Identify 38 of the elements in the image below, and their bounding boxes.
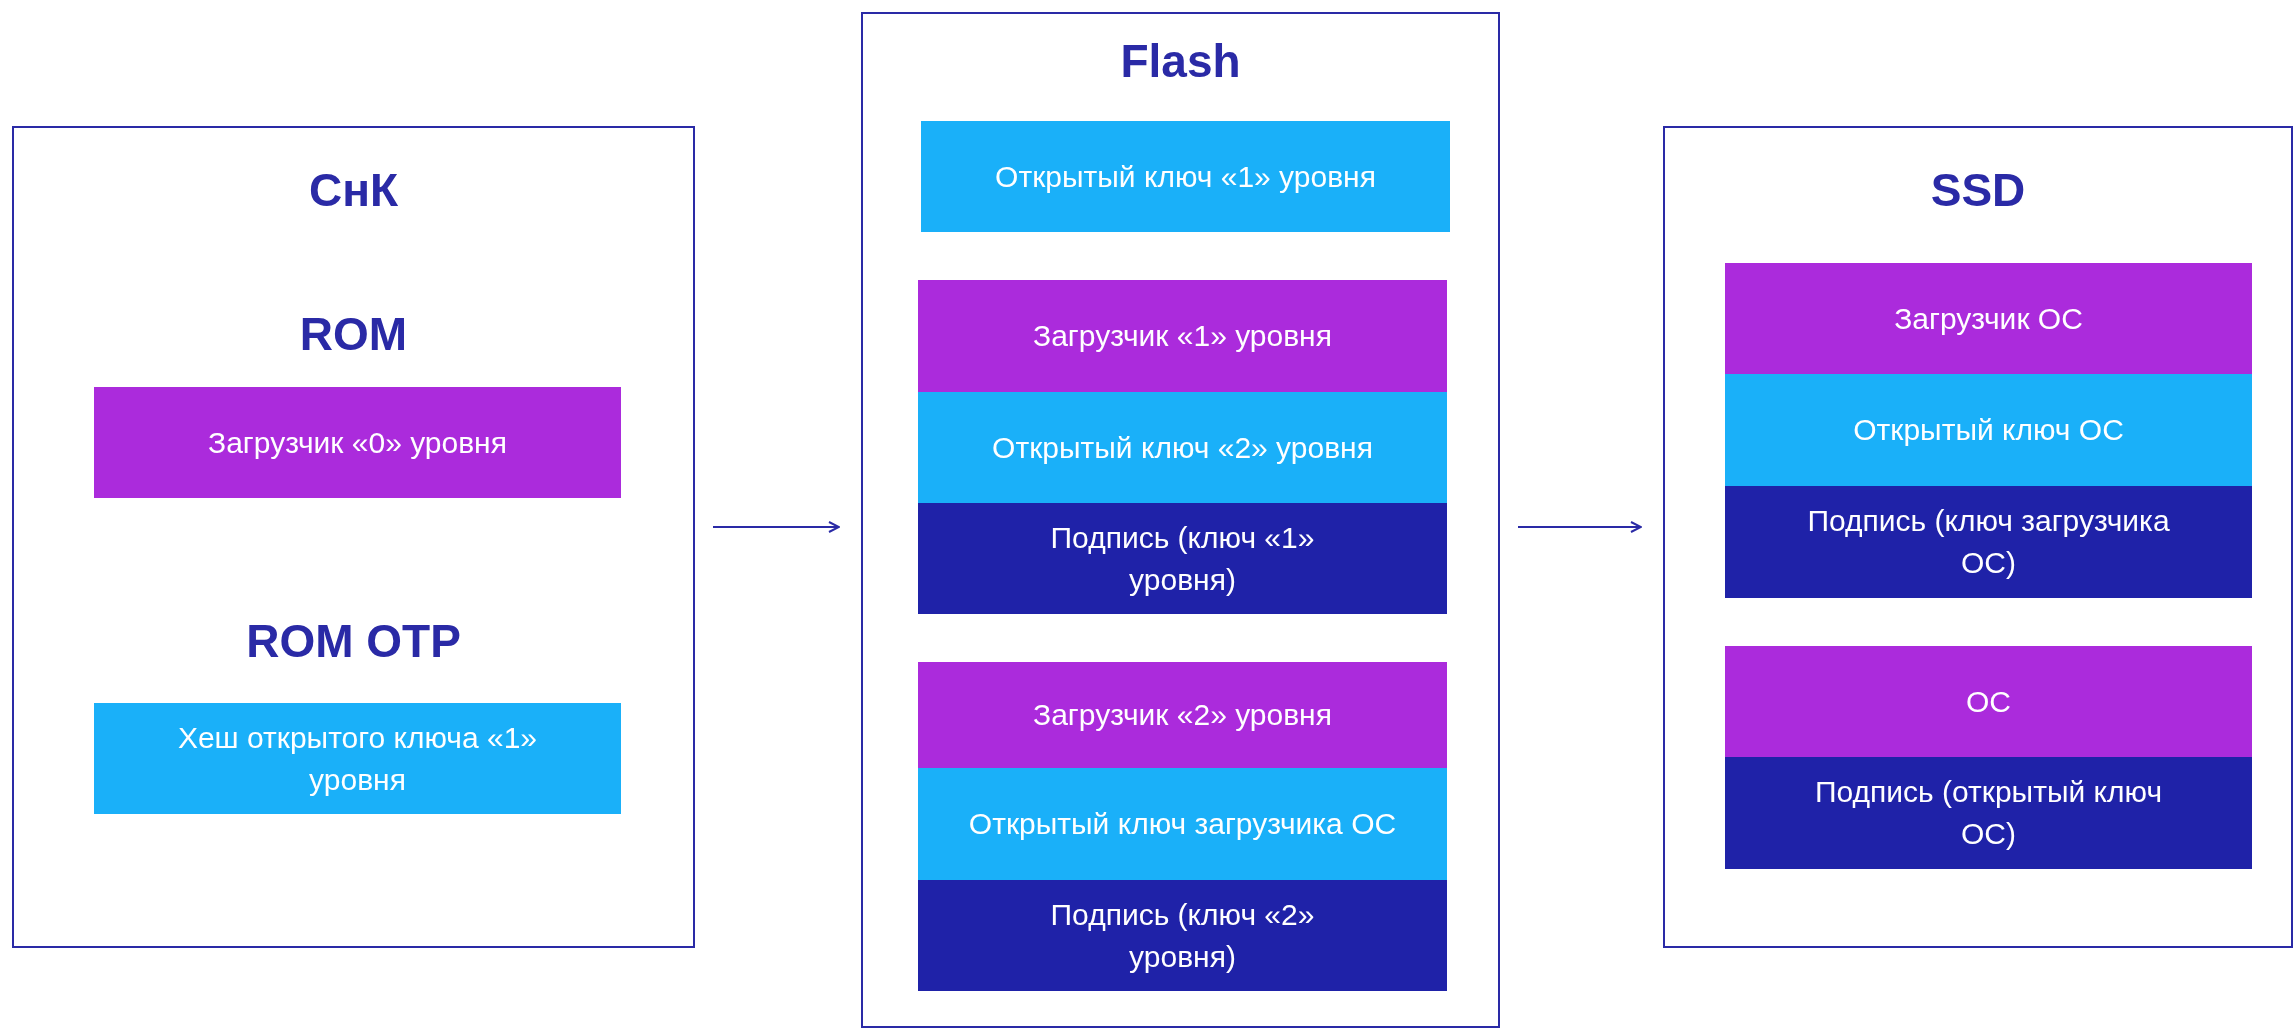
container-box: [12, 126, 695, 948]
block-label: Подпись (открытый ключ ОС): [1814, 774, 2163, 852]
block-label: Открытый ключ «1» уровня: [995, 158, 1376, 195]
section-heading: Flash: [1119, 38, 1242, 84]
section-heading: SSD: [1929, 167, 2027, 213]
memory-block: [918, 392, 1447, 503]
memory-block: [1725, 486, 2252, 598]
block-label: ОС: [1966, 683, 2011, 720]
block-label: Открытый ключ ОС: [1853, 412, 2124, 448]
block-label: Открытый ключ «2» уровня: [992, 429, 1373, 466]
container-box: [861, 12, 1500, 1028]
memory-block: [1725, 757, 2252, 869]
block-label: Загрузчик ОС: [1894, 300, 2083, 337]
container-box: [1663, 126, 2293, 948]
memory-block: [1725, 374, 2252, 486]
section-heading: ROM OTP: [245, 618, 462, 664]
block-label: Открытый ключ загрузчика ОС: [968, 806, 1397, 842]
memory-block: [94, 703, 621, 814]
memory-block: [1725, 263, 2252, 374]
block-label: Подпись (ключ «1» уровня): [1049, 519, 1316, 598]
block-label: Хеш открытого ключа «1» уровня: [176, 719, 539, 798]
memory-block: [918, 768, 1447, 880]
section-heading: ROM: [298, 311, 409, 357]
memory-block: [918, 880, 1447, 991]
memory-block: [1725, 646, 2252, 757]
memory-block: [921, 121, 1450, 232]
section-heading: СнК: [307, 167, 400, 213]
block-label: Загрузчик «1» уровня: [1033, 318, 1332, 354]
memory-block: [918, 662, 1447, 768]
memory-block: [94, 387, 621, 498]
block-label: Загрузчик «0» уровня: [208, 424, 507, 461]
memory-block: [918, 503, 1447, 614]
block-label: Загрузчик «2» уровня: [1033, 697, 1332, 733]
block-label: Подпись (ключ «2» уровня): [1049, 896, 1316, 975]
memory-block: [918, 280, 1447, 392]
arrow: [1517, 521, 1642, 533]
arrow: [712, 521, 840, 533]
block-label: Подпись (ключ загрузчика ОС): [1806, 503, 2171, 581]
